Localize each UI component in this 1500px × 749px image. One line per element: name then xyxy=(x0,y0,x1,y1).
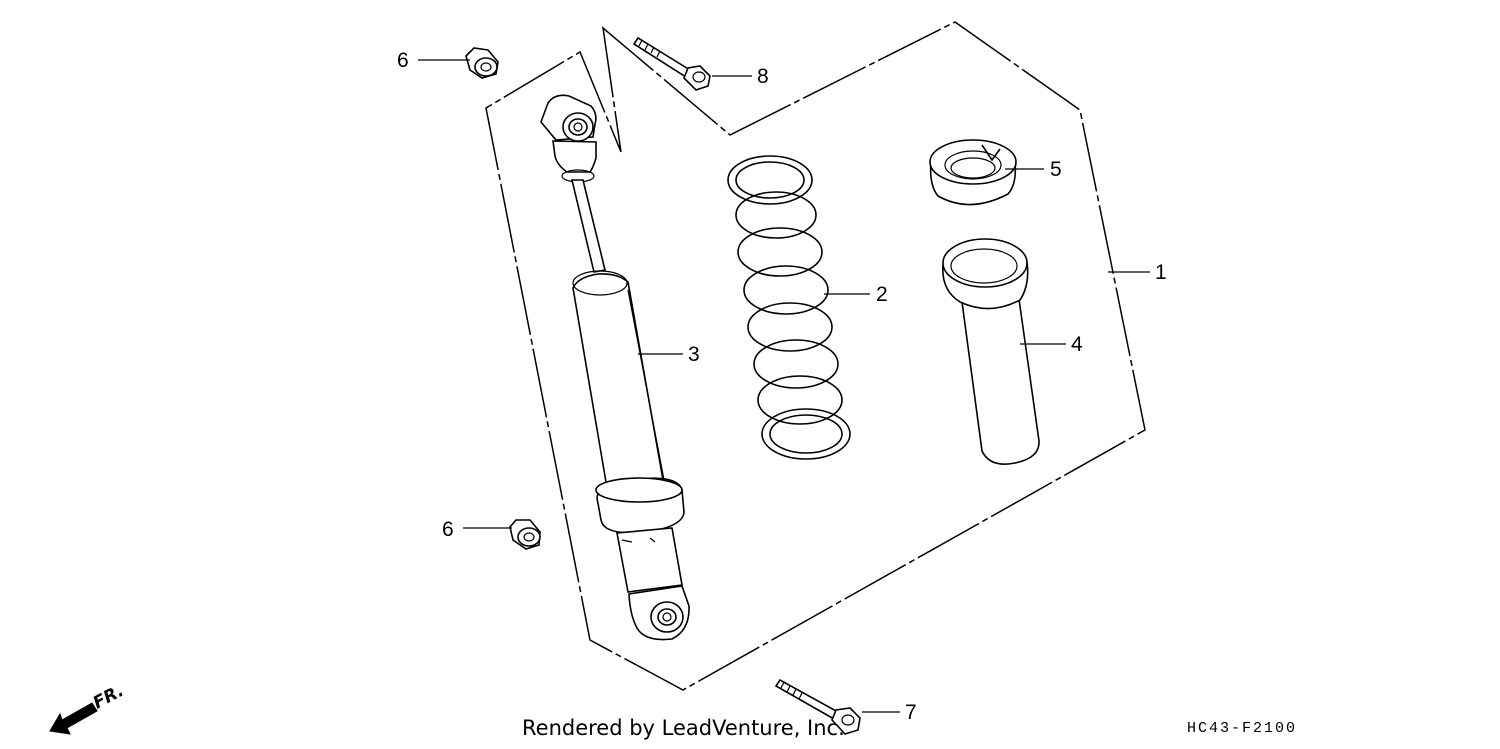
callout-part-5: 5 xyxy=(1050,158,1062,181)
flange-nut-bottom[interactable] xyxy=(509,519,541,550)
callout-part-1: 1 xyxy=(1155,261,1167,284)
callout-part-7: 7 xyxy=(905,701,917,724)
flange-bolt-upper[interactable] xyxy=(632,36,711,91)
render-credit: Rendered by LeadVenture, Inc. xyxy=(522,716,845,740)
flange-bolt-lower[interactable] xyxy=(774,678,861,735)
shock-absorber[interactable] xyxy=(540,94,690,641)
leader-lines xyxy=(418,59,1150,713)
spring-seat-ring[interactable] xyxy=(929,139,1017,206)
dust-boot[interactable] xyxy=(942,238,1040,465)
assembly-group-outline xyxy=(485,21,1146,691)
flange-nut-top[interactable] xyxy=(465,47,499,79)
callout-part-6-bottom: 6 xyxy=(442,518,454,541)
callout-part-3: 3 xyxy=(688,343,700,366)
callout-part-2: 2 xyxy=(876,283,888,306)
coil-spring[interactable] xyxy=(727,155,851,460)
front-direction-indicator: FR. xyxy=(49,681,127,735)
callout-part-6-top: 6 xyxy=(397,49,409,72)
diagram-code: HC43-F2100 xyxy=(1187,720,1298,737)
callout-part-4: 4 xyxy=(1071,333,1083,356)
front-arrow-icon xyxy=(49,702,98,735)
callout-part-8: 8 xyxy=(757,65,769,88)
